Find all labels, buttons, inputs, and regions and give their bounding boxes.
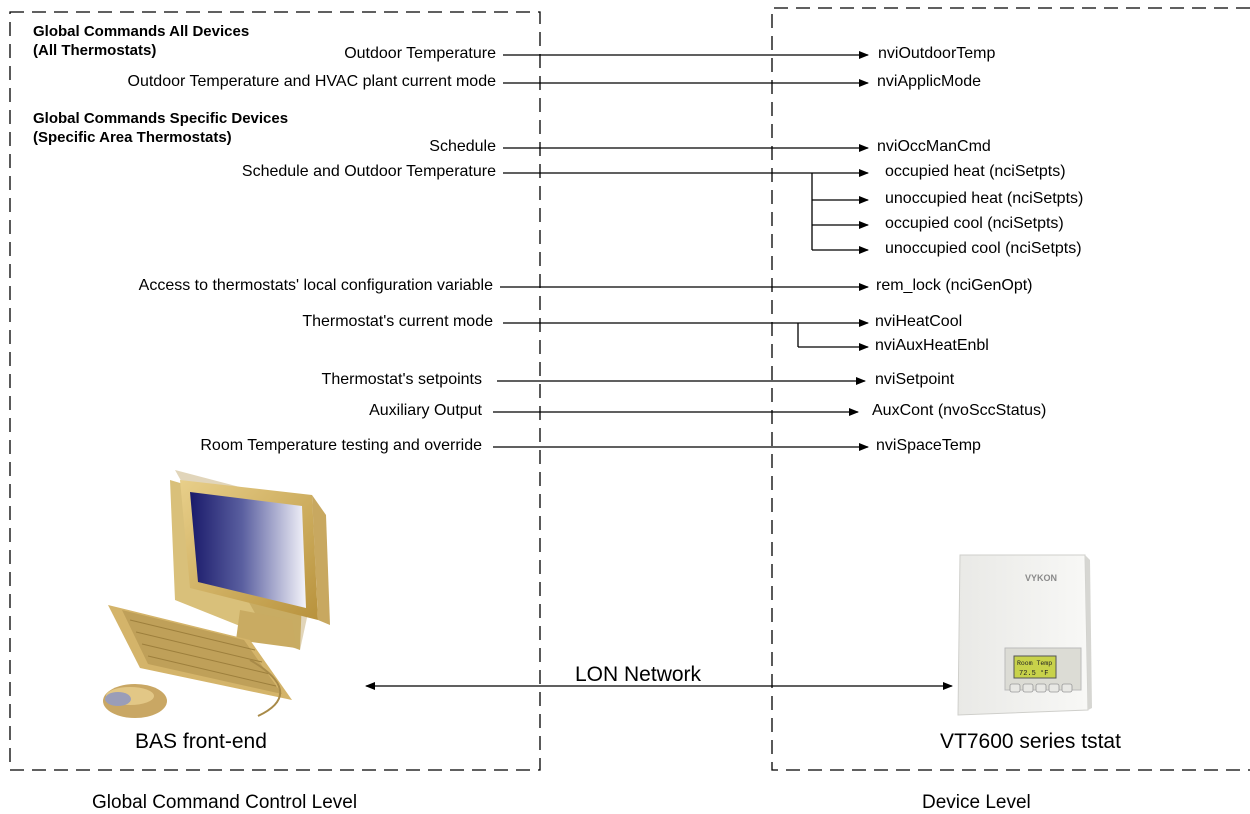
- command-arrows: [493, 51, 869, 451]
- network-variable-label: nviSetpoint: [875, 371, 955, 388]
- network-variable-label: nviApplicMode: [877, 73, 982, 90]
- command-source-label: Thermostat's current mode: [302, 313, 493, 330]
- thermostat-illustration: VYKON Room Temp 72.5 °F: [957, 554, 1092, 716]
- command-source-label: Auxiliary Output: [369, 402, 482, 419]
- command-source-label: Room Temperature testing and override: [200, 437, 482, 454]
- thermostat-display-line2: 72.5 °F: [1019, 669, 1048, 678]
- command-source-label: Schedule and Outdoor Temperature: [241, 163, 496, 180]
- thermostat-brand: VYKON: [1025, 573, 1057, 583]
- thermostat-button: [1048, 683, 1060, 693]
- device-level-label: Device Level: [922, 792, 1031, 813]
- thermostat-button: [1009, 683, 1021, 693]
- thermostat-button: [1035, 683, 1047, 693]
- device-level-boundary: [771, 7, 1250, 771]
- header-all-thermostats: (All Thermostats): [33, 42, 157, 59]
- global-level-boundary: [9, 11, 541, 771]
- header-global-all-devices: Global Commands All Devices: [33, 23, 250, 40]
- network-variable-label: nviOutdoorTemp: [878, 45, 996, 62]
- command-source-label: Outdoor Temperature: [344, 45, 496, 62]
- bas-front-end-label: BAS front-end: [135, 730, 267, 753]
- network-variable-label: AuxCont (nvoSccStatus): [872, 402, 1047, 419]
- command-source-label: Thermostat's setpoints: [321, 371, 482, 388]
- network-variable-label: nviAuxHeatEnbl: [875, 337, 989, 354]
- tstat-device-label: VT7600 series tstat: [940, 730, 1121, 753]
- network-variable-label: occupied heat (nciSetpts): [885, 163, 1066, 180]
- network-variable-label: occupied cool (nciSetpts): [885, 215, 1064, 232]
- thermostat-button: [1022, 683, 1034, 693]
- computer-illustration: [103, 470, 330, 718]
- header-global-specific-devices: Global Commands Specific Devices: [33, 110, 289, 127]
- network-variable-label: unoccupied heat (nciSetpts): [885, 190, 1084, 207]
- command-source-label: Outdoor Temperature and HVAC plant curre…: [127, 73, 497, 90]
- network-variable-label: nviSpaceTemp: [876, 437, 981, 454]
- thermostat-display-line1: Room Temp: [1017, 660, 1052, 667]
- lon-network-label: LON Network: [575, 663, 702, 686]
- network-variable-label: nviHeatCool: [875, 313, 963, 330]
- network-variable-label: rem_lock (nciGenOpt): [876, 277, 1033, 294]
- command-source-label: Access to thermostats' local configurati…: [138, 277, 493, 294]
- header-specific-area-thermostats: (Specific Area Thermostats): [33, 129, 232, 146]
- command-source-label: Schedule: [429, 138, 496, 155]
- thermostat-button: [1061, 683, 1073, 693]
- network-variable-label: nviOccManCmd: [877, 138, 991, 155]
- network-variable-label: unoccupied cool (nciSetpts): [885, 240, 1082, 257]
- global-command-level-label: Global Command Control Level: [92, 792, 358, 813]
